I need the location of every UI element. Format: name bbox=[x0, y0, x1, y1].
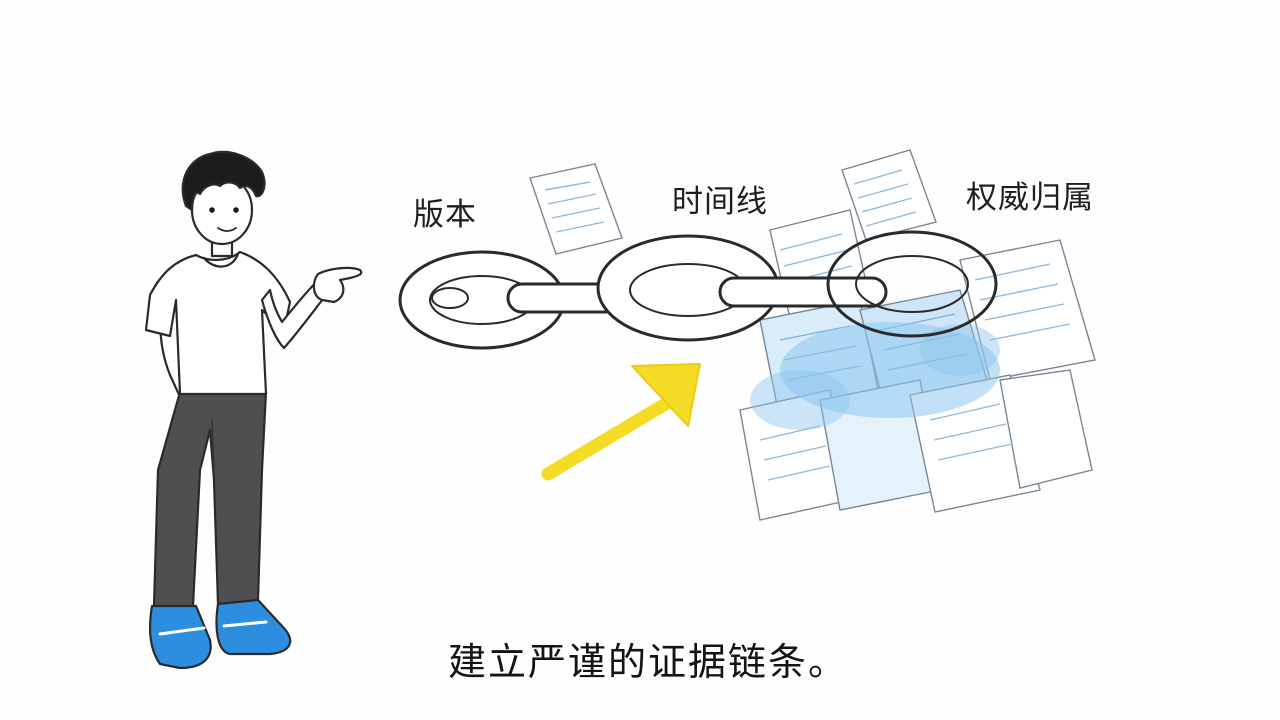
chain-label-authority: 权威归属 bbox=[966, 180, 1094, 216]
chain-label-timeline: 时间线 bbox=[672, 184, 768, 220]
chain-label-version: 版本 bbox=[413, 197, 477, 233]
chain-icon bbox=[398, 230, 998, 350]
person-icon bbox=[144, 150, 363, 670]
arrow-icon bbox=[541, 363, 701, 481]
caption-subtitle: 建立严谨的证据链条。 bbox=[448, 640, 849, 684]
